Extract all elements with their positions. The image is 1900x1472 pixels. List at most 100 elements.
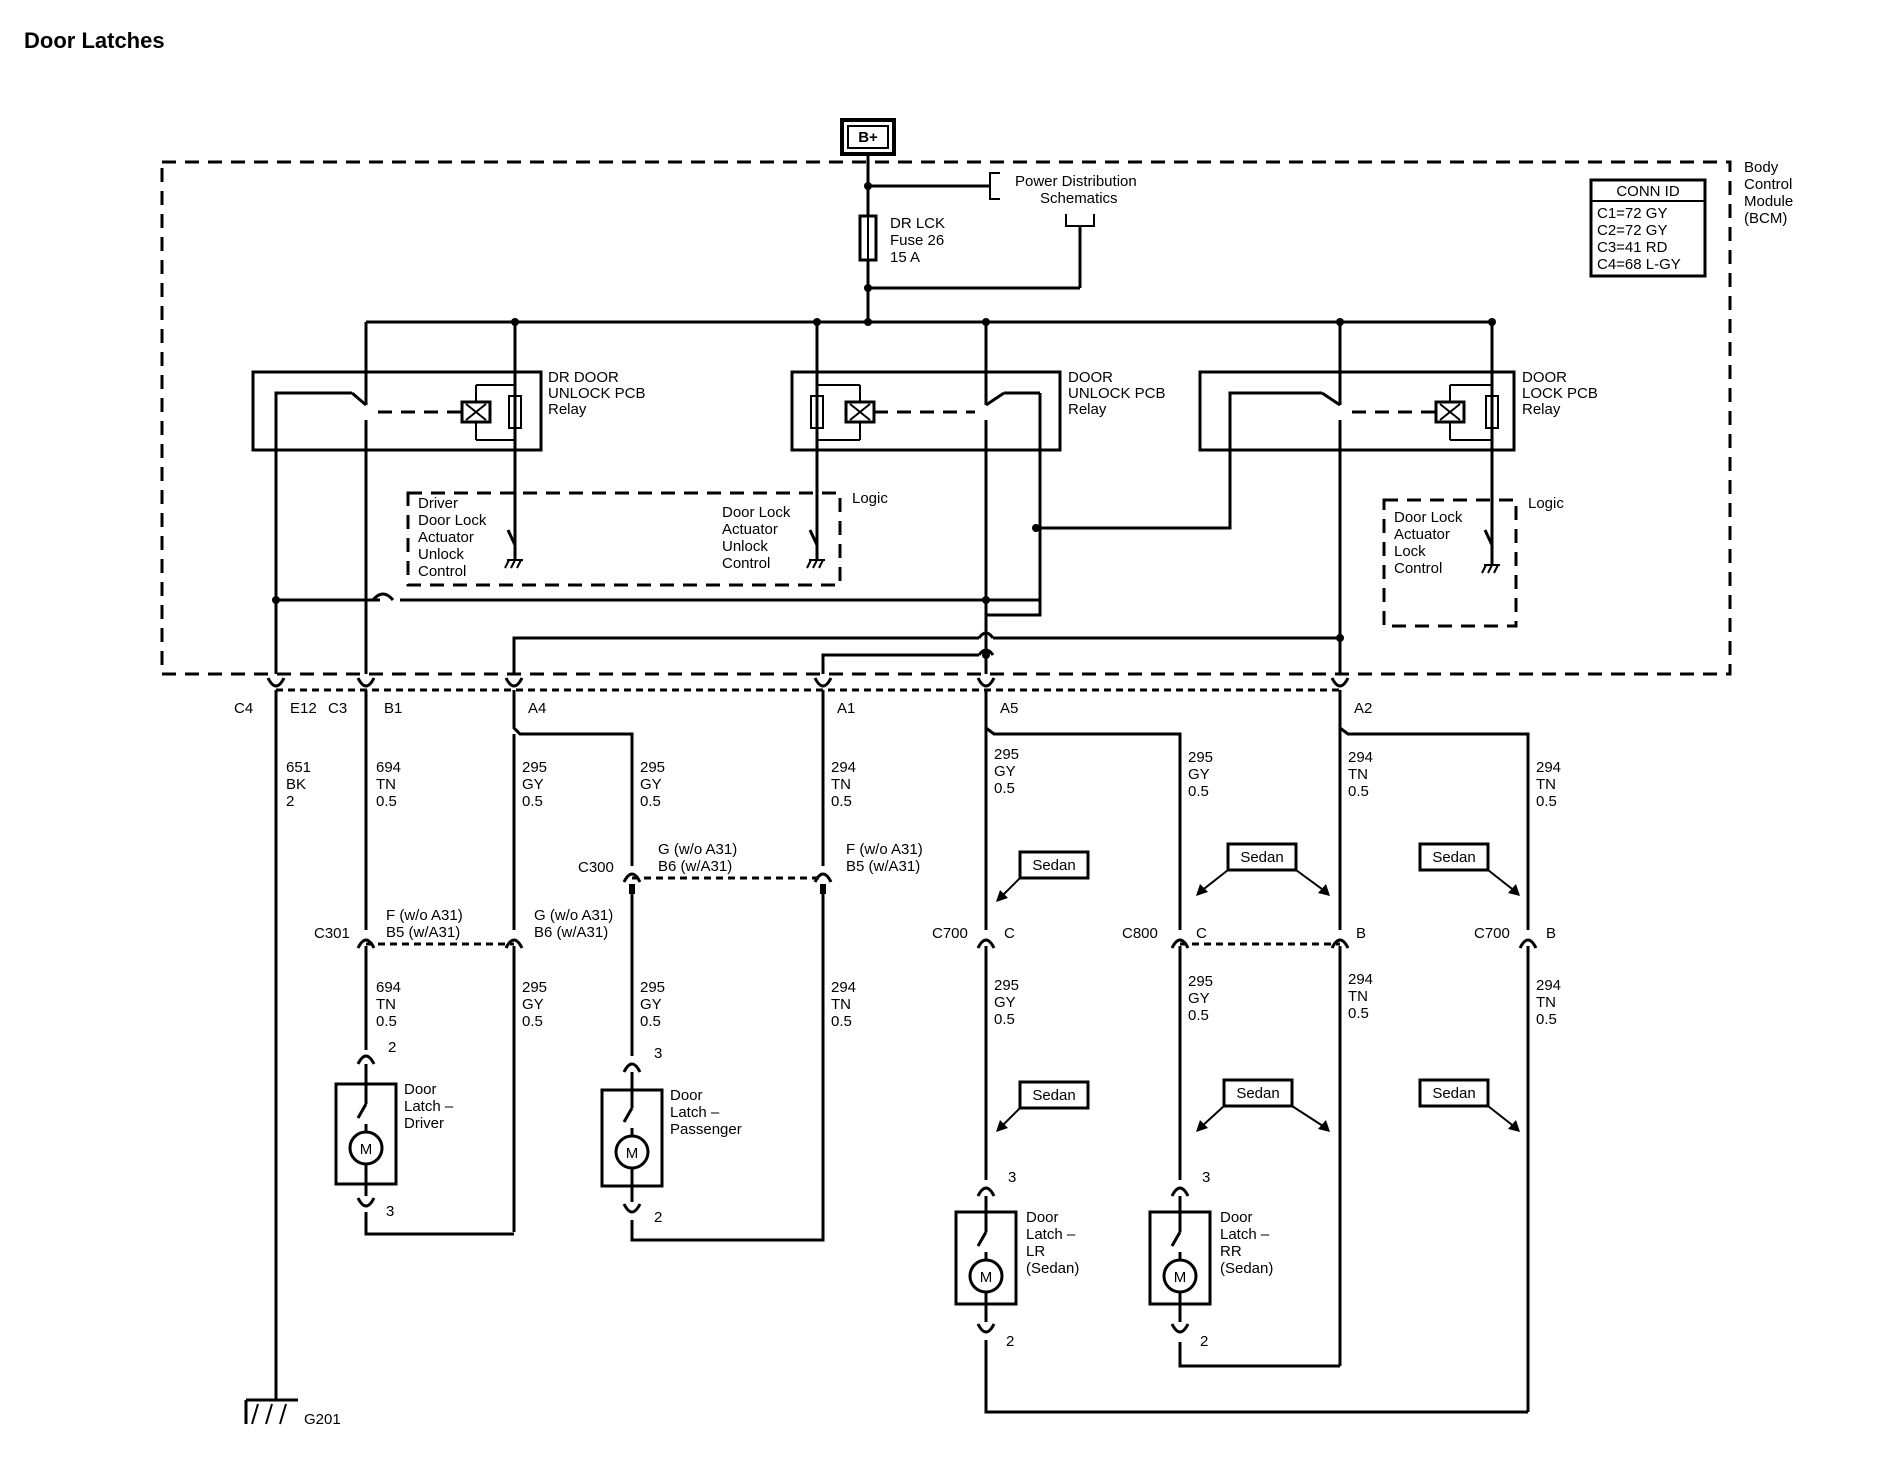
svg-text:LR: LR [1026,1243,1045,1260]
svg-text:Latch –: Latch – [404,1098,454,1115]
svg-text:Power Distribution: Power Distribution [1015,173,1137,190]
wire-label-294: 294 TN 0.5 [831,759,856,810]
door-latch-rr: M 3 2 Door Latch – RR (Sedan) [1148,1169,1273,1350]
svg-text:DOOR: DOOR [1522,369,1567,386]
svg-text:LOCK PCB: LOCK PCB [1522,385,1598,402]
wire-label-694: 694 TN 0.5 [376,759,401,810]
conn-id-table: CONN ID C1=72 GY C2=72 GY C3=41 RD C4=68… [1589,178,1707,278]
relay-door-unlock [790,322,1062,674]
svg-text:Control: Control [722,555,770,572]
svg-text:294: 294 [1348,971,1373,988]
wire-label-295: 295 GY 0.5 [994,746,1019,797]
wire-label-295: 295 GY 0.5 [1188,973,1213,1024]
svg-text:GY: GY [640,776,662,793]
svg-text:0.5: 0.5 [376,793,397,810]
svg-text:2: 2 [286,793,294,810]
conn-id-row: C1=72 GY [1597,205,1667,222]
svg-text:0.5: 0.5 [640,793,661,810]
svg-text:(Sedan): (Sedan) [1220,1260,1273,1277]
svg-text:C700: C700 [932,925,968,942]
svg-text:GY: GY [1188,766,1210,783]
svg-text:TN: TN [376,776,396,793]
svg-text:GY: GY [1188,990,1210,1007]
latch-pin: 2 [388,1039,396,1056]
logic-control-label: Door Lock Actuator Lock Control [1394,509,1463,577]
svg-text:Sedan: Sedan [1032,1087,1075,1104]
svg-text:(Sedan): (Sedan) [1026,1260,1079,1277]
logic-control-label: Driver Door Lock Actuator Unlock Control [418,495,487,580]
svg-text:295: 295 [1188,749,1213,766]
svg-text:Latch –: Latch – [1220,1226,1270,1243]
svg-text:DOOR: DOOR [1068,369,1113,386]
logic-block-lock: Logic [1382,495,1564,628]
fuse-feed [864,154,1095,322]
svg-text:0.5: 0.5 [1348,783,1369,800]
connector-c700-right: C700 B [1474,925,1556,949]
svg-text:TN: TN [831,996,851,1013]
wire-label-294: 294 TN 0.5 [1348,749,1373,800]
relay-label: DR DOOR UNLOCK PCB Relay [548,369,646,418]
svg-text:0.5: 0.5 [1348,1005,1369,1022]
svg-text:0.5: 0.5 [1188,1007,1209,1024]
svg-text:Unlock: Unlock [722,538,768,555]
svg-text:0.5: 0.5 [1536,1011,1557,1028]
external-wiring [274,690,1530,1414]
wire-label-295: 295 GY 0.5 [640,979,665,1030]
bcm-internal-wiring [272,592,1344,674]
svg-text:GY: GY [994,763,1016,780]
battery-positive-source: B+ [840,118,896,156]
wire-label-294: 294 TN 0.5 [1536,977,1561,1028]
svg-text:0.5: 0.5 [994,1011,1015,1028]
svg-text:GY: GY [522,996,544,1013]
latch-pin: 2 [654,1209,662,1226]
sedan-tag: Sedan [1418,1078,1520,1132]
svg-text:C800: C800 [1122,925,1158,942]
svg-text:GY: GY [640,996,662,1013]
svg-text:0.5: 0.5 [831,793,852,810]
svg-text:GY: GY [994,994,1016,1011]
svg-text:BK: BK [286,776,306,793]
logic-label: Logic [1528,495,1564,512]
svg-text:B6 (w/A31): B6 (w/A31) [658,858,732,875]
wire-label-295: 295 GY 0.5 [1188,749,1213,800]
fuse-label: Fuse 26 [890,232,944,249]
svg-text:Lock: Lock [1394,543,1426,560]
svg-text:GY: GY [522,776,544,793]
relay-label: DOOR UNLOCK PCB Relay [1068,369,1166,418]
svg-text:Relay: Relay [548,401,587,418]
svg-text:Door: Door [670,1087,703,1104]
relay-dr-door-unlock [251,322,543,674]
svg-text:A1: A1 [837,700,855,717]
door-latch-lr: M 3 2 Door Latch – LR (Sedan) [954,1169,1079,1350]
connector-c300: C300 G (w/o A31) B6 (w/A31) F (w/o A31) … [578,841,923,894]
svg-text:F (w/o A31): F (w/o A31) [846,841,923,858]
svg-text:C3: C3 [328,700,347,717]
svg-text:A4: A4 [528,700,546,717]
svg-text:0.5: 0.5 [1188,783,1209,800]
svg-text:294: 294 [1348,749,1373,766]
svg-text:Actuator: Actuator [418,529,474,546]
sedan-tag: Sedan [996,1080,1090,1132]
bcm-connector-pins [266,677,1350,688]
svg-text:RR: RR [1220,1243,1242,1260]
wire-label-651: 651 BK 2 [286,759,311,810]
svg-text:Sedan: Sedan [1432,849,1475,866]
conn-id-row: C3=41 RD [1597,239,1668,256]
sedan-tag: Sedan [1196,842,1330,896]
svg-text:295: 295 [994,977,1019,994]
svg-text:651: 651 [286,759,311,776]
svg-text:G (w/o A31): G (w/o A31) [534,907,613,924]
svg-text:Door Lock: Door Lock [722,504,791,521]
door-latch-passenger: M 3 2 Door Latch – Passenger [600,1045,742,1226]
connector-c301: C301 F (w/o A31) B5 (w/A31) G (w/o A31) … [314,907,613,949]
connector-c700-left: C700 C [932,925,1015,949]
svg-text:C700: C700 [1474,925,1510,942]
svg-text:295: 295 [522,759,547,776]
svg-text:Relay: Relay [1068,401,1107,418]
svg-text:B: B [1356,925,1366,942]
svg-text:295: 295 [994,746,1019,763]
svg-text:0.5: 0.5 [376,1013,397,1030]
svg-text:TN: TN [831,776,851,793]
svg-text:Unlock: Unlock [418,546,464,563]
